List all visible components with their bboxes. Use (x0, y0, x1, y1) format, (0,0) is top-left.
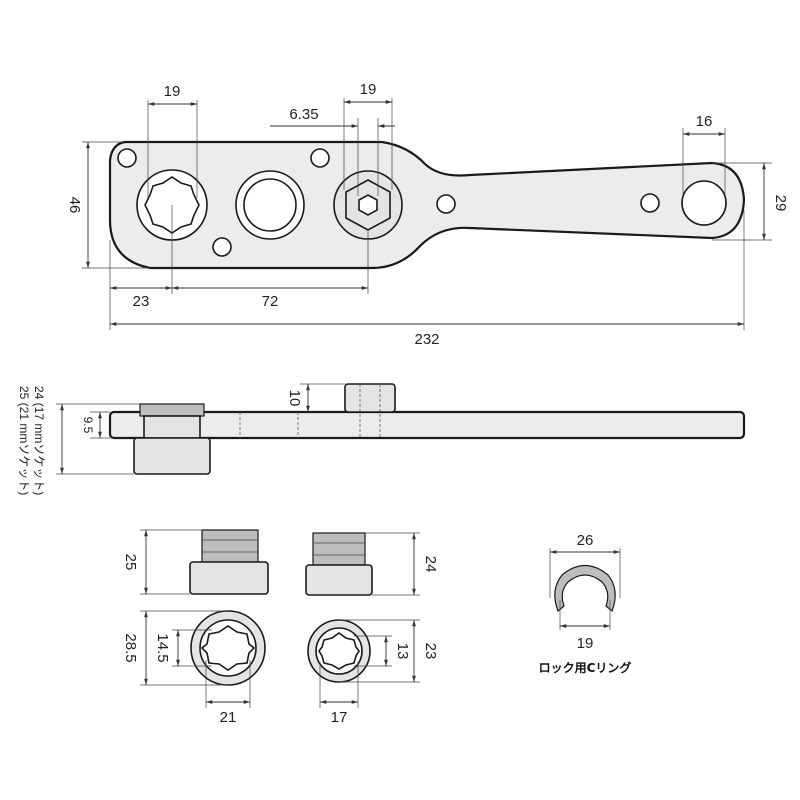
small-hole-top-mid (310, 148, 330, 168)
dim-socket-17-outer: 23 (422, 643, 439, 660)
socket-17-top (312, 532, 366, 566)
dim-socket-17-height: 24 (422, 556, 439, 573)
side-view: 10 9.5 24 (17 mmソケット) 25 (21 mmソケット) (17, 383, 746, 495)
socket-21-top (201, 529, 259, 563)
socket-17-12pt (318, 632, 360, 670)
dim-socket-21-height: 25 (122, 554, 139, 571)
dim-socket-21-across: 21 (220, 709, 237, 726)
c-ring-caption: ロック用Cリング (539, 660, 632, 675)
dim-boss-height: 10 (286, 390, 303, 407)
dim-socket-21-inner: 14.5 (154, 633, 171, 662)
small-hole-handle-left (436, 194, 456, 214)
center-hole (243, 178, 297, 232)
dim-head-height: 46 (66, 197, 83, 214)
dim-socket-17-inner: 13 (394, 643, 411, 660)
dim-c-ring-inner: 19 (577, 635, 594, 652)
dim-end-hole: 16 (696, 113, 713, 130)
dim-socket-height-21: 25 (21 mmソケット) (17, 386, 31, 495)
dim-socket-hole-width: 19 (164, 83, 181, 100)
dim-overall-length: 232 (414, 331, 439, 348)
socket-21-base (189, 561, 269, 595)
socket-21: 25 28.5 14.5 21 (122, 529, 269, 726)
socket-17-base (305, 564, 373, 596)
side-socket-ring (143, 415, 201, 439)
dim-socket-21-outer: 28.5 (122, 633, 139, 662)
c-ring-shape (554, 564, 616, 612)
dim-plate-thickness: 9.5 (81, 417, 95, 434)
socket-17: 24 23 13 17 (305, 532, 439, 726)
dim-hex-width: 19 (360, 81, 377, 98)
side-socket-upper (139, 403, 205, 417)
c-ring: 26 19 ロック用Cリング (539, 532, 632, 675)
dim-socket-17-across: 17 (331, 709, 348, 726)
side-plate (108, 410, 746, 440)
dim-hex-key: 6.35 (289, 106, 318, 123)
side-socket-lower (133, 437, 211, 475)
small-hole-handle-right (640, 193, 660, 213)
dim-handle-height: 29 (772, 195, 789, 212)
dim-offset-left: 23 (133, 293, 150, 310)
dim-socket-height-17: 24 (17 mmソケット) (32, 386, 46, 495)
end-hole (681, 180, 727, 226)
hex-key-socket (358, 194, 378, 216)
top-view: 19 6.35 19 16 46 29 23 72 (66, 81, 789, 348)
small-hole-bottom (212, 237, 232, 257)
dim-c-ring-outer: 26 (577, 532, 594, 549)
dim-offset-center: 72 (262, 293, 279, 310)
small-hole-top-left (117, 148, 137, 168)
side-boss (344, 383, 396, 413)
socket-21-12pt (200, 625, 256, 671)
